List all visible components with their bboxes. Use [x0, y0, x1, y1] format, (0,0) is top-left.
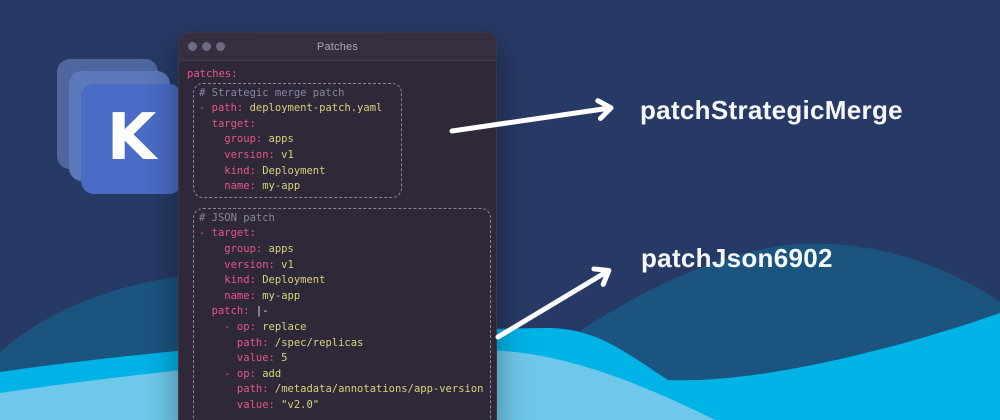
code-token: group:	[199, 133, 263, 146]
maximize-button[interactable]	[216, 42, 225, 51]
code-token: target:	[199, 117, 256, 130]
code-line: name: my-app	[199, 179, 396, 195]
code-token: patches:	[187, 68, 238, 80]
code-token: v1	[274, 148, 294, 161]
code-token: /spec/replicas	[268, 336, 364, 349]
json-patch-box: # JSON patch - target: group: apps versio…	[193, 207, 491, 420]
label-patch-strategic-merge: patchStrategicMerge	[640, 95, 903, 125]
code-line: value: 5	[199, 351, 485, 367]
code-token: apps	[262, 242, 294, 255]
code-line: - op: replace	[199, 320, 485, 336]
code-token: patch:	[199, 305, 250, 318]
code-token: replace	[255, 320, 307, 333]
code-window: Patches patches: # Strategic merge patch…	[178, 32, 497, 420]
code-line: - target:	[199, 226, 485, 242]
code-token: |-	[249, 305, 269, 318]
code-line: path: /spec/replicas	[199, 336, 485, 352]
code-token: path:	[199, 336, 269, 349]
code-token: Deployment	[255, 164, 326, 177]
code-token: name:	[199, 289, 256, 302]
window-titlebar: Patches	[179, 33, 496, 61]
code-line: kind: Deployment	[199, 273, 485, 289]
code-token: apps	[262, 133, 294, 146]
code-editor: patches: # Strategic merge patch - path: …	[179, 61, 496, 420]
code-line: value: "v2.0"	[199, 398, 485, 414]
logo-letter-k: K	[106, 101, 157, 175]
code-line: - op: add	[199, 367, 485, 383]
code-line: name: my-app	[199, 289, 485, 305]
code-token: add	[255, 367, 282, 380]
code-token: # Strategic merge patch	[199, 86, 345, 99]
label-patch-json6902: patchJson6902	[641, 243, 833, 273]
code-token: deployment-patch.yaml	[243, 102, 383, 115]
code-token: value:	[199, 352, 275, 365]
code-token: /metadata/annotations/app-version	[268, 383, 484, 396]
kustomize-logo: K	[57, 59, 185, 199]
code-token: # JSON patch	[199, 211, 275, 224]
code-token: version:	[199, 148, 275, 161]
root-line-wrap: patches:	[187, 67, 488, 83]
code-token: 5	[274, 352, 288, 365]
code-line: patch: |-	[199, 304, 485, 320]
code-line: group: apps	[199, 132, 396, 148]
close-button[interactable]	[188, 42, 197, 51]
window-controls	[188, 42, 225, 51]
code-line: target:	[199, 117, 396, 133]
code-token: group:	[199, 242, 263, 255]
code-line: group: apps	[199, 242, 485, 258]
code-token: name:	[199, 180, 256, 193]
code-line: version: v1	[199, 148, 396, 164]
code-token: - path:	[199, 102, 244, 115]
code-token: - op:	[199, 320, 256, 333]
code-line: # JSON patch	[199, 211, 485, 227]
code-line: # Strategic merge patch	[199, 86, 396, 102]
logo-card-front: K	[81, 84, 182, 194]
code-token: "v2.0"	[274, 398, 320, 411]
code-token: version:	[199, 258, 275, 271]
code-token: Deployment	[255, 274, 326, 287]
code-token: my-app	[255, 180, 301, 193]
code-token: kind:	[199, 274, 256, 287]
code-token: v1	[274, 258, 294, 271]
minimize-button[interactable]	[202, 42, 211, 51]
code-line: version: v1	[199, 258, 485, 274]
code-token: - op:	[199, 367, 256, 380]
code-line: - path: deployment-patch.yaml	[199, 101, 396, 117]
code-line: patches:	[187, 67, 488, 83]
code-token: path:	[199, 383, 269, 396]
code-token: my-app	[255, 289, 301, 302]
window-title: Patches	[316, 40, 359, 53]
code-token: kind:	[199, 164, 256, 177]
code-line: path: /metadata/annotations/app-version	[199, 382, 485, 398]
code-line: kind: Deployment	[199, 164, 396, 180]
code-token: value:	[199, 398, 275, 411]
code-token: - target:	[199, 227, 256, 240]
strategic-merge-patch-box: # Strategic merge patch - path: deploymen…	[193, 82, 402, 198]
